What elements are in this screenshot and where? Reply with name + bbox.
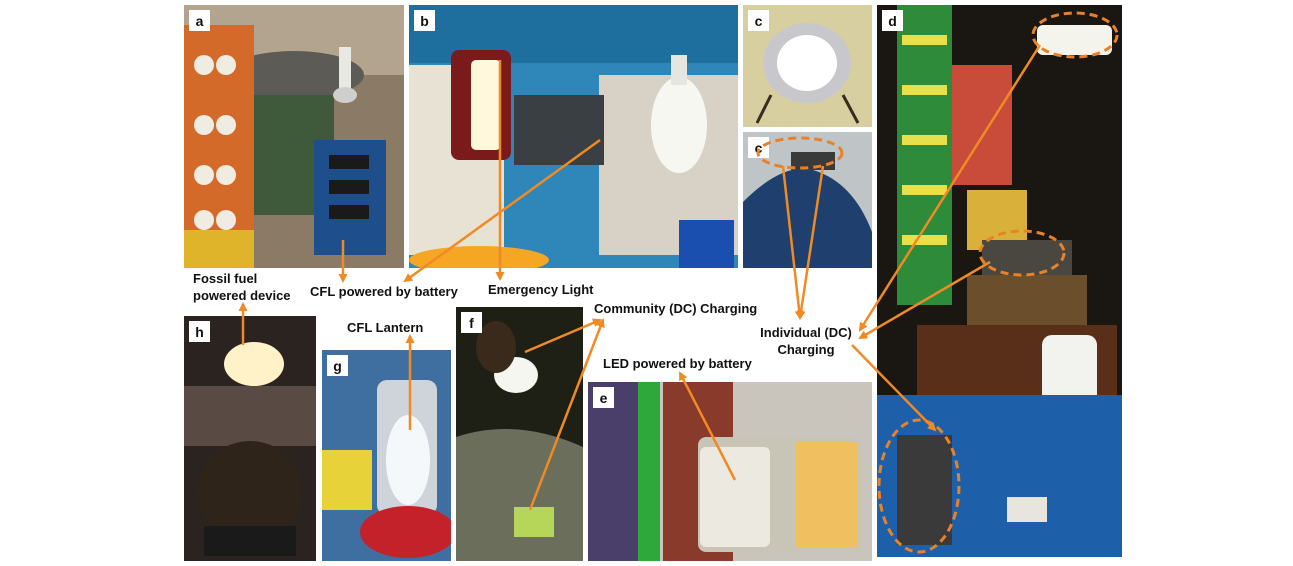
panel-label-c-top: c — [748, 10, 769, 31]
panel-label-g: g — [327, 355, 348, 376]
panel-label-d: d — [882, 10, 903, 31]
photo-panel-a: a — [184, 5, 404, 268]
photo-panel-e: e — [588, 382, 872, 561]
photo-panel-g: g — [322, 350, 451, 561]
caption-led-battery: LED powered by battery — [603, 356, 752, 371]
photo-panel-d: d — [877, 5, 1122, 557]
photo-panel-c-lamp: c — [743, 5, 872, 127]
panel-label-h: h — [189, 321, 210, 342]
photo-a-image — [184, 5, 404, 268]
caption-cfl-lantern: CFL Lantern — [347, 320, 424, 335]
photo-f-image — [456, 307, 583, 561]
photo-e-image — [588, 382, 872, 561]
photo-h-image — [184, 316, 316, 561]
caption-fossil-fuel: Fossil fuel powered device — [193, 270, 291, 304]
panel-label-b: b — [414, 10, 435, 31]
panel-label-f: f — [461, 312, 482, 333]
caption-fossil-fuel-line1: Fossil fuel — [193, 271, 258, 286]
photo-b-image — [409, 5, 738, 268]
caption-cfl-battery: CFL powered by battery — [310, 284, 458, 299]
panel-label-c-bottom: c — [748, 137, 769, 158]
caption-individual-dc-line1: Individual (DC) — [760, 325, 852, 340]
panel-label-a: a — [189, 10, 210, 31]
photo-panel-f: f — [456, 307, 583, 561]
photo-g-image — [322, 350, 451, 561]
panel-label-e: e — [593, 387, 614, 408]
caption-community-dc: Community (DC) Charging — [594, 301, 758, 316]
caption-emergency-light: Emergency Light — [488, 282, 594, 297]
caption-individual-dc: Individual (DC) Charging — [748, 324, 864, 358]
caption-individual-dc-line2: Charging — [777, 342, 835, 357]
caption-fossil-fuel-line2: powered device — [193, 288, 291, 303]
photo-d-image — [877, 5, 1122, 557]
photo-panel-b: b — [409, 5, 738, 268]
photo-panel-c-solar: c — [743, 132, 872, 268]
photo-panel-h: h — [184, 316, 316, 561]
